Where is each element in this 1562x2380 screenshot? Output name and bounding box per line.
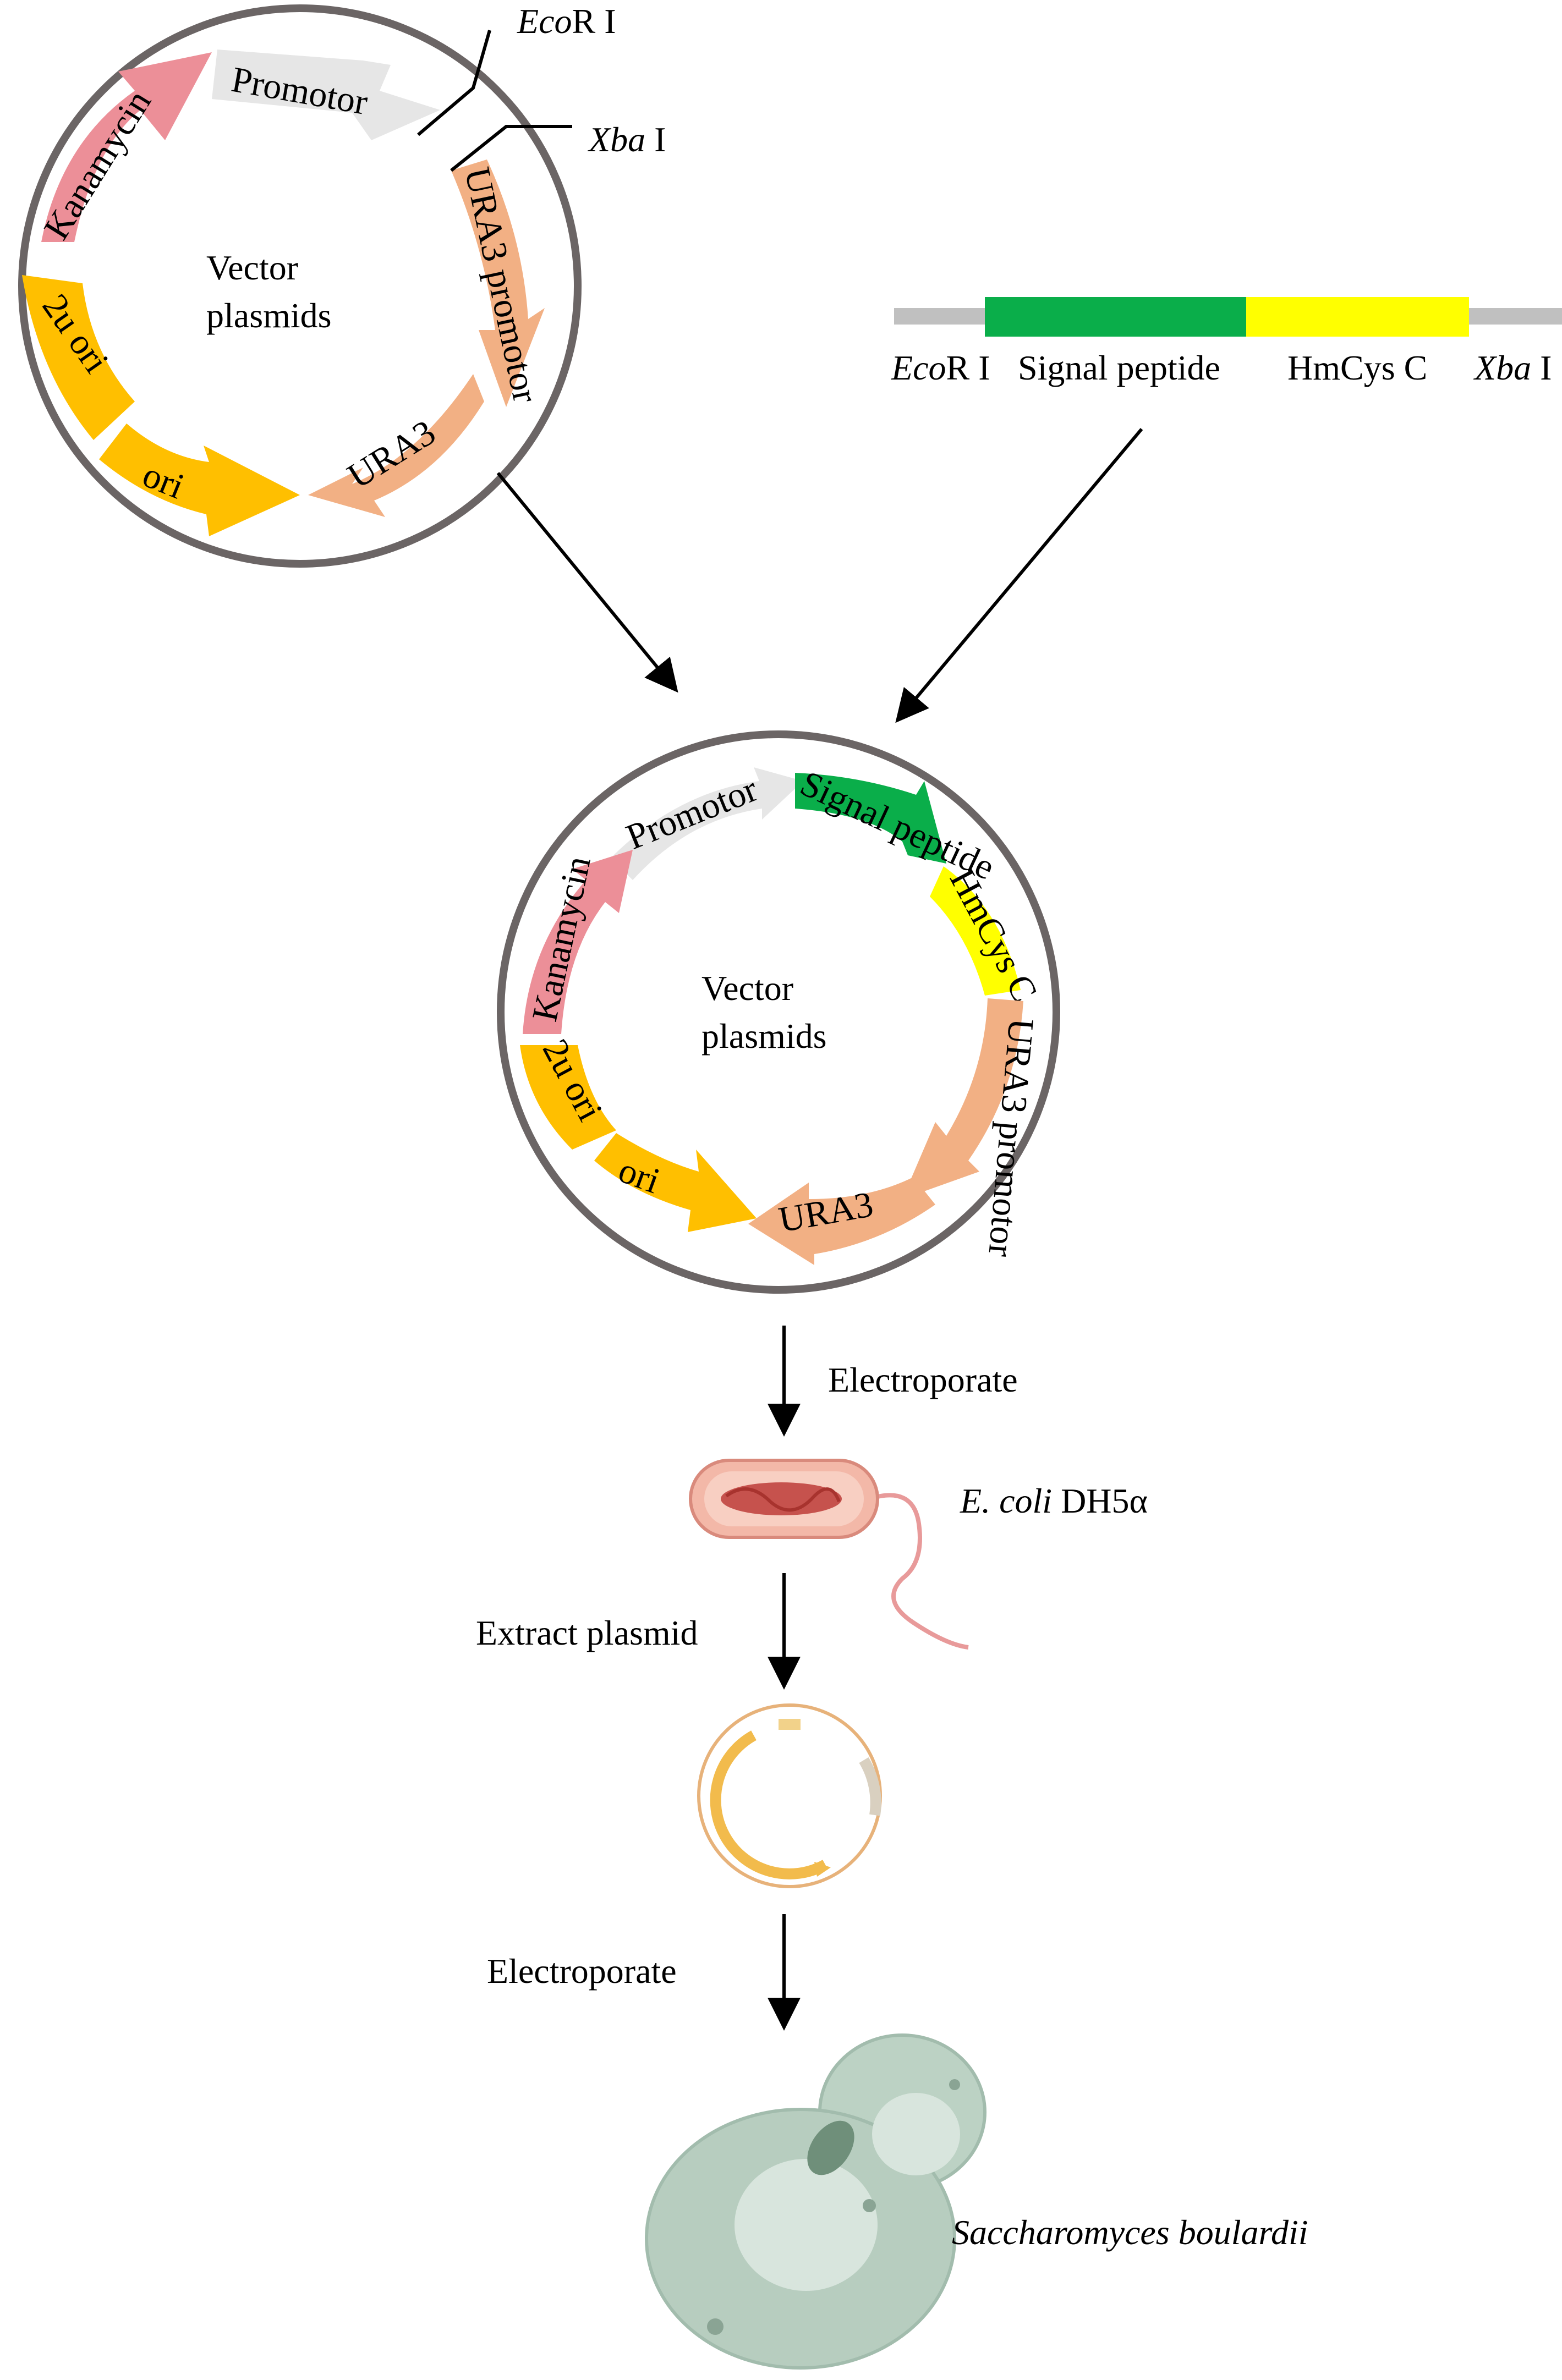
yeast-organelle — [807, 2120, 854, 2175]
extract-plasmid-label: Extract plasmid — [476, 1613, 698, 1652]
insert-hmcys-label: HmCys C — [1287, 348, 1427, 387]
xbai-site-label: Xba I — [587, 120, 666, 159]
ecoli-flagellum — [868, 1493, 969, 1650]
insert-signal-peptide-label: Signal peptide — [1018, 348, 1220, 387]
xbai-site-pointer — [450, 125, 572, 172]
ori-arrow — [99, 424, 300, 536]
rec-promotor-label: Promotor — [621, 769, 763, 858]
rec-ura3-promotor-arrow — [902, 998, 1023, 1199]
ura3-promotor-arrow — [451, 160, 545, 407]
two-u-ori-arrow — [22, 275, 135, 440]
vector-ring — [18, 4, 582, 568]
yeast-vacuole — [735, 2159, 878, 2291]
insert-ecori-label: EcoR I — [891, 348, 990, 387]
insert-gene: EcoR I Signal peptide HmCys C Xba I — [891, 297, 1562, 387]
insert-signal-peptide-block — [985, 297, 1246, 337]
rec-kanamycin-arrow — [523, 850, 633, 1034]
rec-title-line1: Vector — [701, 969, 793, 1008]
ecoli-label: E. coli DH5α — [960, 1481, 1148, 1520]
insert-right-flank — [1469, 308, 1562, 325]
extracted-plasmid-icon — [697, 1703, 882, 1888]
kanamycin-arrow — [41, 52, 212, 242]
yeast-label: Saccharomyces boulardii — [952, 2213, 1308, 2252]
electroporate-label-2: Electroporate — [487, 1952, 677, 1991]
rec-ori-arrow — [594, 1133, 757, 1232]
rec-promotor-arrow — [611, 767, 803, 880]
vector-title-line1: Vector — [206, 248, 298, 287]
promotor-arrow — [212, 50, 440, 140]
ecoli-illustration — [689, 1459, 969, 1650]
vector-plasmid: Promotor Kanamycin URA3 promotor URA3 or… — [18, 2, 666, 568]
rec-hmcys-arrow — [930, 866, 1021, 996]
insert-hmcys-block — [1246, 297, 1469, 337]
ura3-arrow — [308, 374, 484, 517]
yeast-bud-vacuole — [872, 2093, 960, 2175]
recombinant-ring — [497, 730, 1060, 1294]
arrow-vector-to-recombinant — [496, 472, 678, 693]
yeast-illustration — [645, 2033, 986, 2370]
ecoli-nucleoid — [721, 1482, 842, 1515]
ura3-promotor-label: URA3 promotor — [457, 164, 546, 406]
ecoli-dna-strands — [725, 1487, 841, 1512]
rec-ura3-arrow — [748, 1177, 935, 1265]
insert-xbai-label: Xba I — [1473, 348, 1552, 387]
ecori-site-pointer — [417, 30, 491, 136]
rec-title-line2: plasmids — [701, 1016, 827, 1056]
arrow-insert-to-recombinant — [895, 428, 1143, 723]
ecori-site-label: EcoR I — [517, 2, 616, 41]
rec-signal-peptide-arrow — [795, 773, 946, 864]
kanamycin-label: Kanamycin — [36, 83, 159, 246]
rec-two-u-ori-arrow — [520, 1045, 616, 1150]
insert-left-flank — [894, 308, 985, 325]
electroporate-label-1: Electroporate — [828, 1360, 1018, 1399]
recombinant-plasmid: Promotor Signal peptide HmCys C URA3 pro… — [497, 730, 1060, 1294]
vector-title-line2: plasmids — [206, 296, 332, 335]
